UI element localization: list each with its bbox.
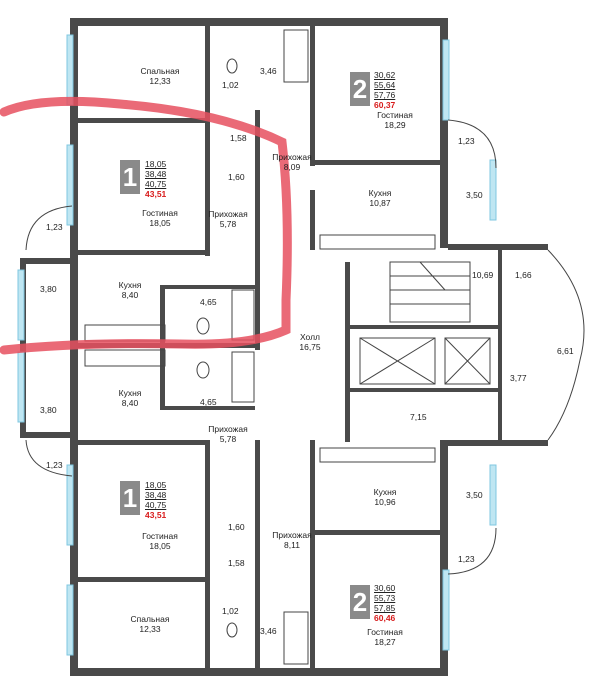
apartment-rooms-badge: 2 [350,72,370,106]
area-label: 10,69 [472,270,494,280]
stairwell [359,261,491,385]
apartment-rooms-badge: 2 [350,585,370,619]
area-label: 4,65 [200,297,217,307]
area-label: 3,46 [260,626,277,636]
apartment-rooms-badge: 1 [120,481,140,515]
area-label: 3,80 [40,284,57,294]
apartment-rooms-badge: 1 [120,160,140,194]
area-label: 3,80 [40,405,57,415]
area-label: 1,60 [228,172,245,182]
area-label: 1,02 [222,606,239,616]
area-label: 1,23 [46,222,63,232]
area-label: 3,50 [466,190,483,200]
area-label: 1,23 [458,136,475,146]
area-label: 1,58 [230,133,247,143]
apartment-stats: 18,05 38,48 40,75 43,51 [145,159,167,199]
area-label: 3,50 [466,490,483,500]
area-label: 1,23 [46,460,63,470]
windows [17,34,497,656]
area-label: 1,60 [228,522,245,532]
apartment-stats: 30,60 55,73 57,85 60,46 [374,583,396,623]
apartment-stats: 30,62 55,64 57,76 60,37 [374,70,396,110]
area-label: 1,02 [222,80,239,90]
balconies [25,119,585,575]
area-label: 6,61 [557,346,574,356]
area-label: 1,58 [228,558,245,568]
highlight-outline [0,96,292,355]
area-label: 4,65 [200,397,217,407]
area-label: 1,23 [458,554,475,564]
area-label: 1,66 [515,270,532,280]
area-label: 3,77 [510,373,527,383]
apartment-stats: 18,05 38,48 40,75 43,51 [145,480,167,520]
area-label: 3,46 [260,66,277,76]
area-label: 7,15 [410,412,427,422]
